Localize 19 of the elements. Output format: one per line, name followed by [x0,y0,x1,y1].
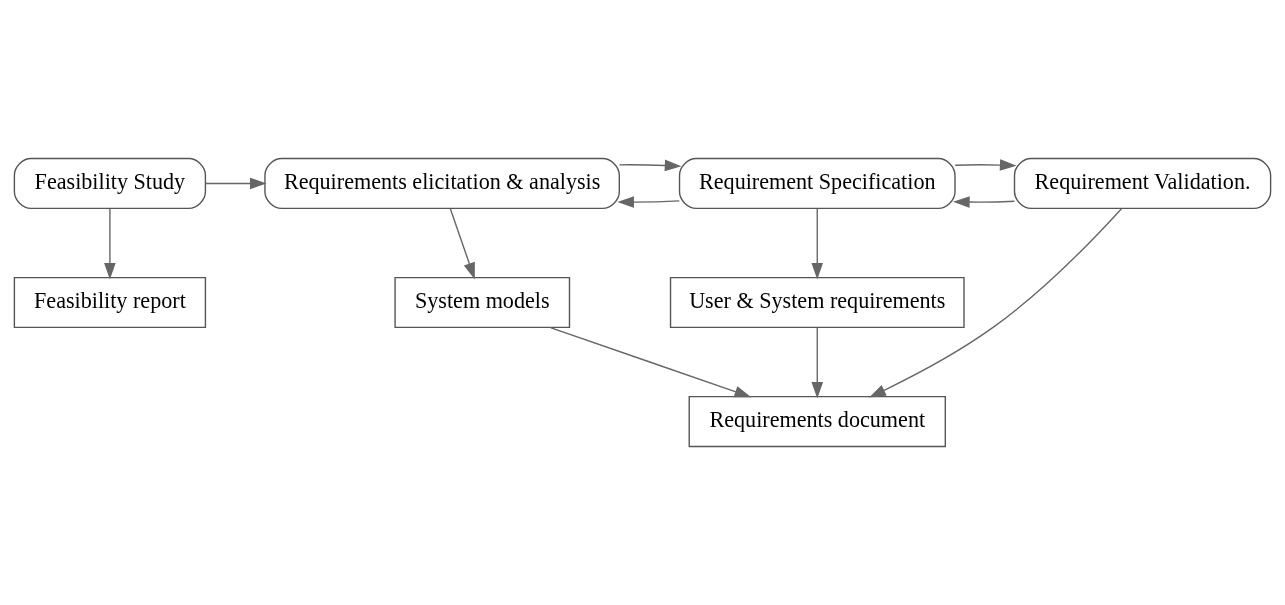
node-box: Requirement Specification [678,157,956,210]
node-box: Requirement Validation. [1013,157,1272,210]
arrow [205,177,267,190]
node-box: Feasibility report [13,276,207,329]
node-box: System models [394,276,571,329]
arrow [953,196,1016,208]
node-box: Feasibility Study [13,157,207,210]
arrow [618,159,682,172]
arrow [811,327,824,399]
arrow [549,326,752,398]
node-box: Requirements elicitation & analysis [264,157,620,210]
node-box: Requirements document [688,395,946,448]
arrow [104,208,116,280]
arrow [954,159,1017,171]
arrow [617,196,680,208]
node-box: User & System requirements [669,276,965,329]
arrow [869,207,1123,398]
arrow [811,208,824,280]
arrow [449,208,475,280]
